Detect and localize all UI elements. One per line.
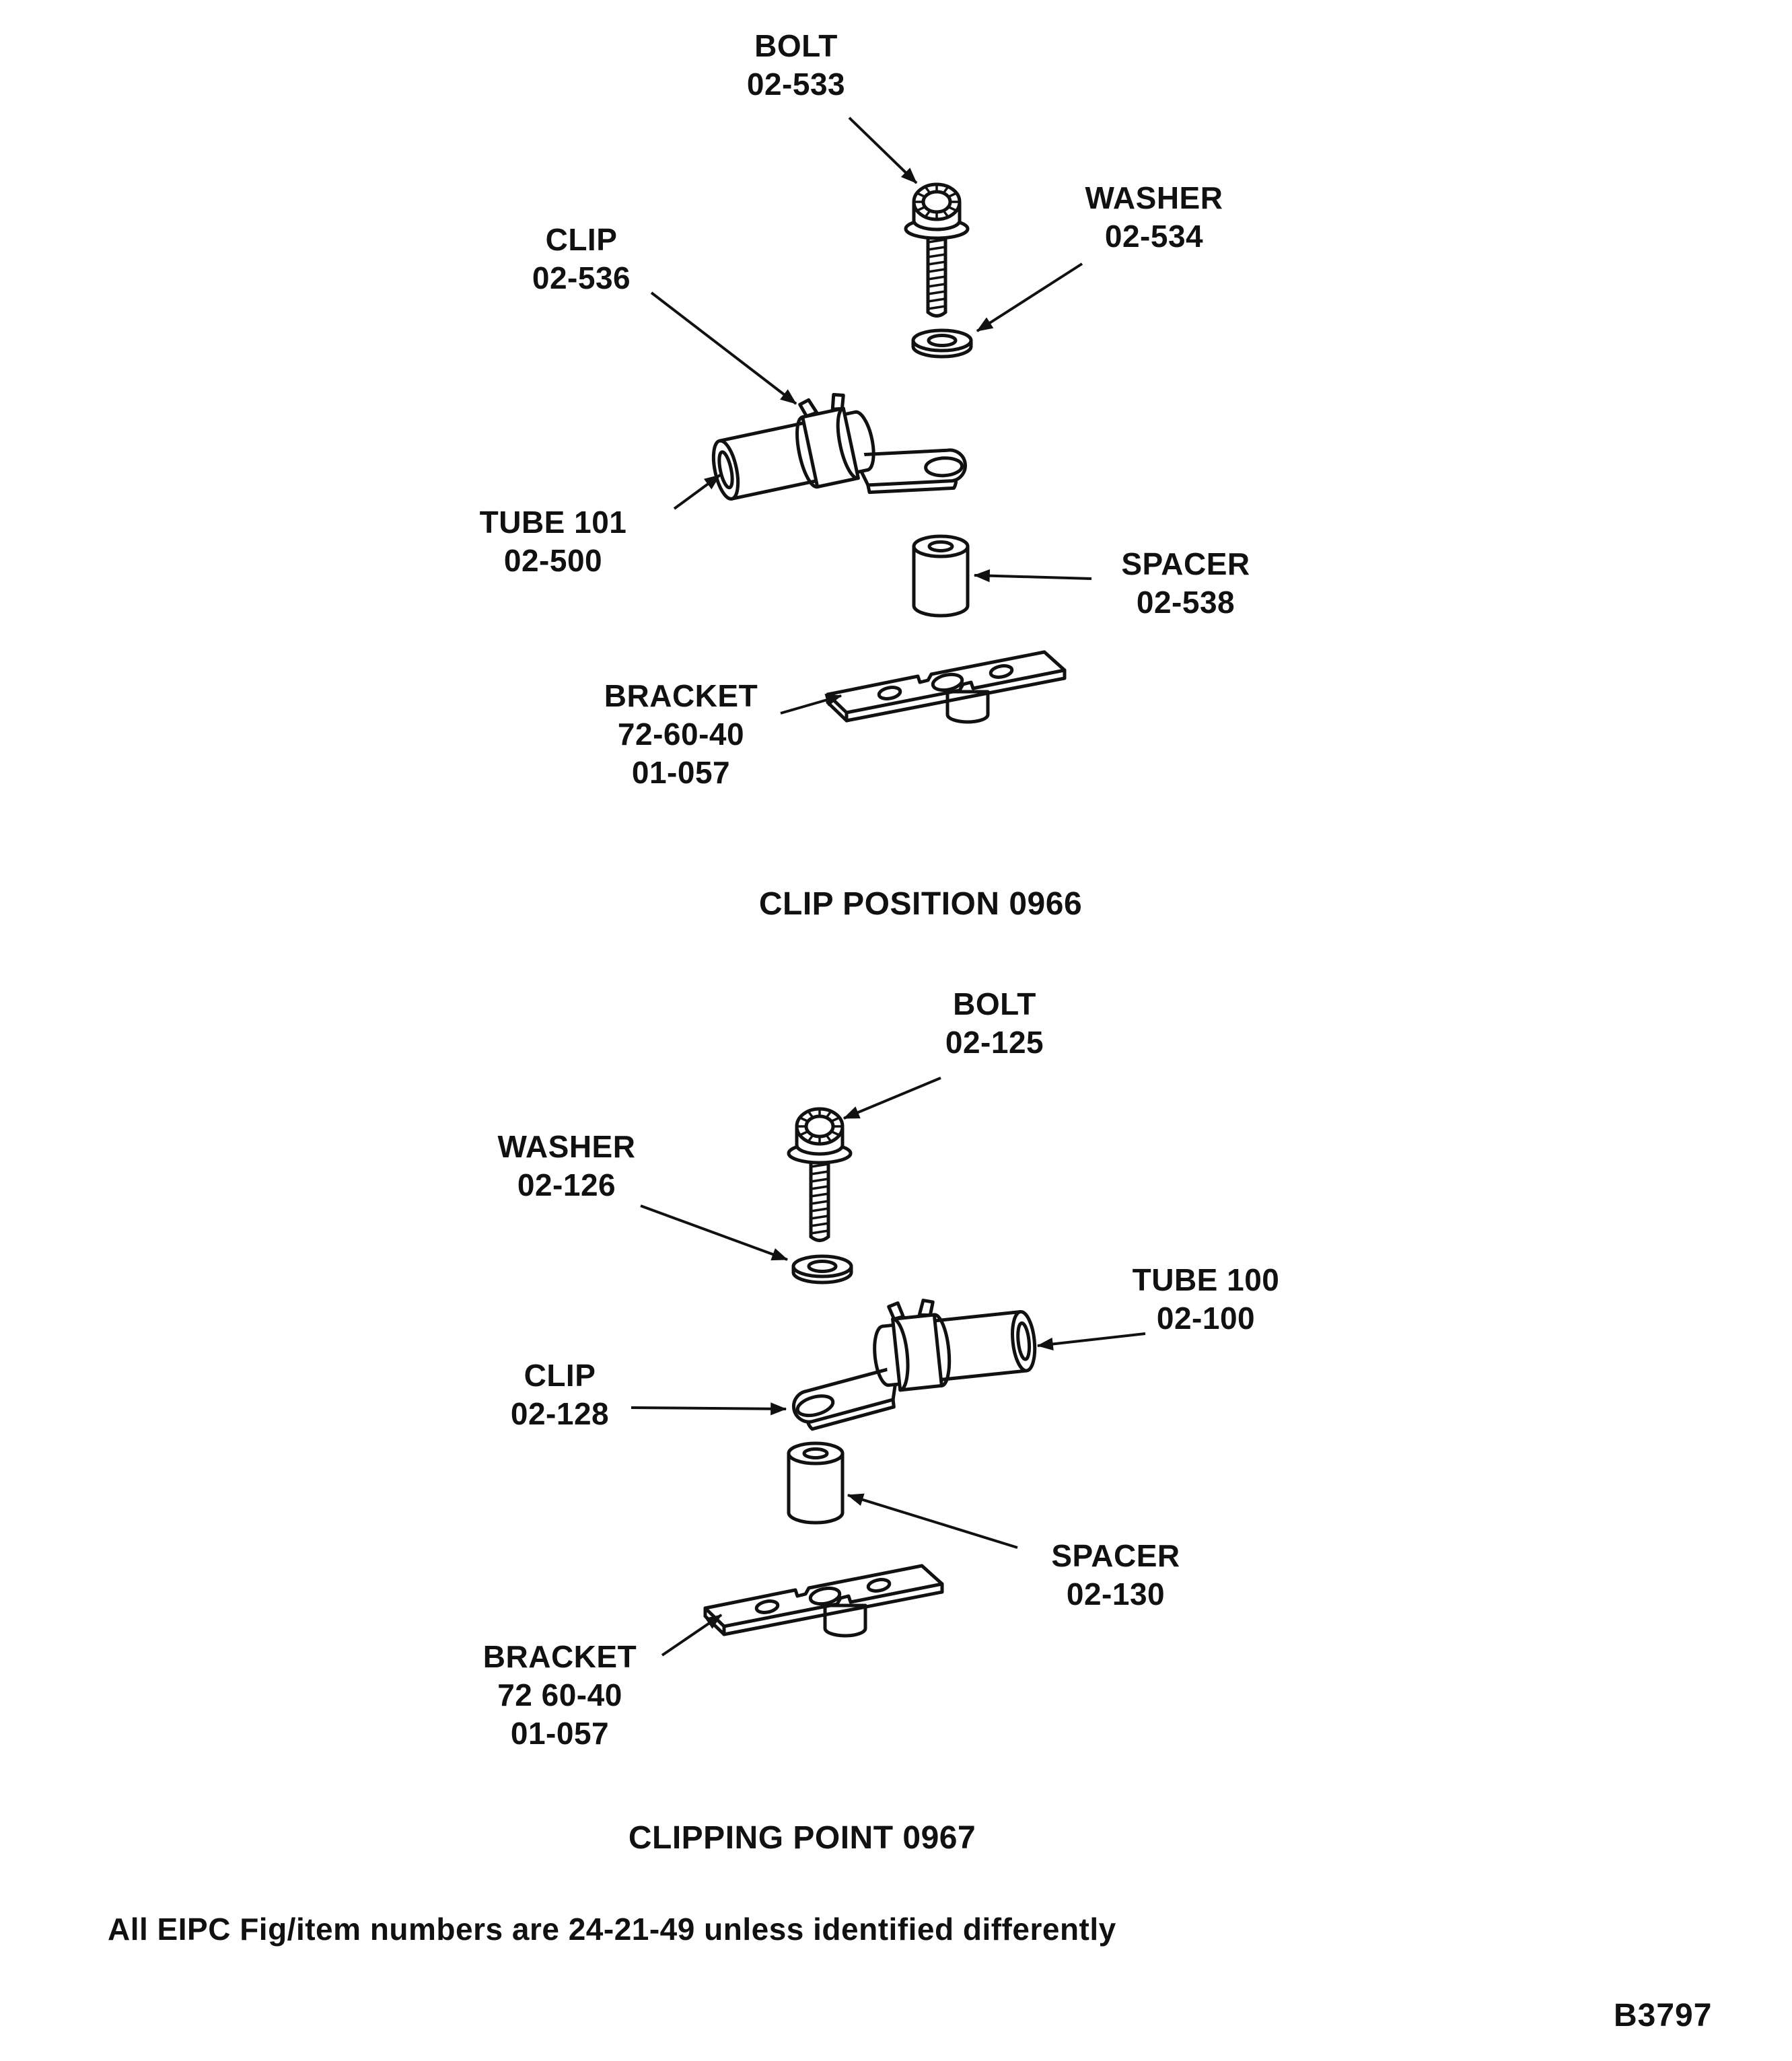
- label-line: 02-130: [1066, 1577, 1166, 1612]
- assembly-drawing-0966: [650, 116, 1092, 722]
- washer-drawing: [793, 1256, 851, 1282]
- label-line: SPACER: [1121, 546, 1250, 581]
- arrow-bracket-0966: [780, 694, 843, 715]
- label-line: 02-536: [532, 260, 631, 295]
- bolt-drawing: [789, 1109, 851, 1241]
- arrow-spacer-0967: [847, 1493, 1018, 1549]
- label-bracket-0967: BRACKET 72 60-40 01-057: [452, 1638, 668, 1753]
- tube-clip-drawing: [705, 371, 970, 536]
- eipc-footnote: All EIPC Fig/item numbers are 24-21-49 u…: [108, 1912, 1116, 1947]
- label-line: WASHER: [497, 1129, 636, 1164]
- assembly-drawing-0967: [631, 1077, 1146, 1657]
- bracket-drawing: [705, 1566, 942, 1636]
- label-line: 02-100: [1156, 1301, 1256, 1336]
- label-tube-0966: TUBE 101 02-500: [445, 503, 661, 580]
- label-line: TUBE 100: [1132, 1262, 1280, 1297]
- arrow-clip-0966: [650, 291, 797, 405]
- label-line: SPACER: [1051, 1538, 1180, 1573]
- arrow-bolt-0966: [848, 116, 918, 184]
- label-line: BOLT: [953, 986, 1036, 1021]
- label-clip-0967: CLIP 02-128: [459, 1357, 661, 1433]
- caption-clip-position-0966: CLIP POSITION 0966: [758, 886, 1083, 922]
- label-line: 02-538: [1136, 585, 1235, 620]
- label-bracket-0966: BRACKET 72-60-40 01-057: [573, 677, 789, 792]
- arrow-tube-0967: [1036, 1332, 1146, 1350]
- arrow-washer-0967: [640, 1204, 789, 1261]
- label-spacer-0967: SPACER 02-130: [1008, 1537, 1223, 1614]
- label-line: 01-057: [631, 755, 731, 790]
- label-line: CLIP: [545, 222, 618, 257]
- label-line: 02-534: [1104, 219, 1204, 254]
- figure-code: B3797: [1614, 1998, 1713, 2033]
- label-bolt-0967: BOLT 02-125: [894, 985, 1096, 1062]
- arrow-bolt-0967: [843, 1077, 941, 1120]
- spacer-drawing: [789, 1443, 843, 1523]
- label-line: BOLT: [754, 28, 838, 63]
- label-bolt-0966: BOLT 02-533: [695, 27, 897, 104]
- label-line: 02-128: [510, 1396, 610, 1431]
- label-line: WASHER: [1085, 180, 1223, 215]
- label-line: 02-125: [945, 1025, 1044, 1060]
- tube-clip-drawing: [784, 1289, 1041, 1431]
- label-washer-0966: WASHER 02-534: [1040, 179, 1268, 256]
- label-line: 02-500: [503, 543, 603, 578]
- label-washer-0967: WASHER 02-126: [452, 1128, 681, 1204]
- label-tube-0967: TUBE 100 02-100: [1098, 1261, 1314, 1338]
- label-clip-0966: CLIP 02-536: [480, 221, 682, 297]
- arrow-spacer-0966: [973, 569, 1092, 583]
- label-line: BRACKET: [482, 1639, 637, 1674]
- label-line: TUBE 101: [479, 505, 627, 540]
- label-line: BRACKET: [604, 678, 758, 713]
- arrow-clip-0967: [631, 1402, 787, 1416]
- label-line: 02-126: [517, 1167, 616, 1202]
- arrow-washer-0966: [976, 262, 1083, 332]
- spacer-drawing: [914, 536, 968, 616]
- label-spacer-0966: SPACER 02-538: [1078, 545, 1293, 622]
- bracket-drawing: [828, 652, 1065, 722]
- caption-clipping-point-0967: CLIPPING POINT 0967: [628, 1820, 976, 1856]
- arrow-bracket-0967: [661, 1614, 723, 1657]
- label-line: 01-057: [510, 1716, 610, 1751]
- label-line: 72 60-40: [497, 1677, 622, 1712]
- label-line: 02-533: [746, 67, 846, 102]
- label-line: CLIP: [524, 1358, 596, 1393]
- bolt-drawing: [906, 184, 968, 316]
- arrow-tube-0966: [673, 474, 721, 510]
- washer-drawing: [913, 330, 971, 357]
- label-line: 72-60-40: [617, 717, 745, 752]
